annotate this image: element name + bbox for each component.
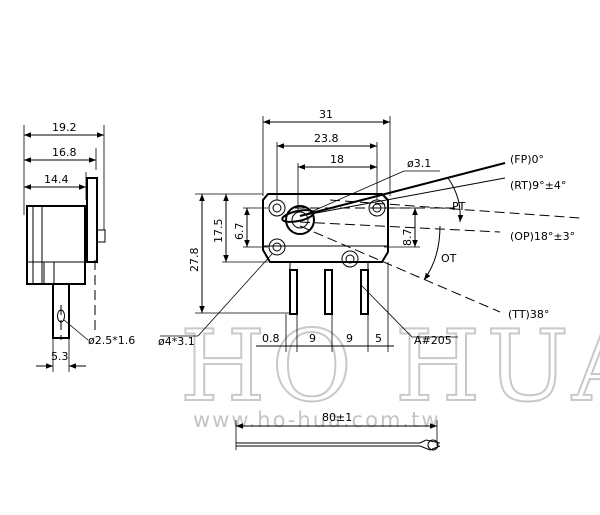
mount-hole-left-outer bbox=[268, 199, 286, 217]
mount-hole-br-outer bbox=[341, 250, 359, 268]
front-view: 31 23.8 18 PT OT bbox=[158, 108, 581, 352]
dim-8-7: 8.7 bbox=[401, 229, 414, 247]
watermark-brand: HO HUA bbox=[180, 310, 600, 424]
lever-eye bbox=[427, 439, 439, 451]
pt-arc bbox=[447, 177, 464, 223]
dim-9-a: 9 bbox=[309, 332, 316, 345]
dim-mount-holes: ø4*3.1 bbox=[158, 335, 195, 348]
dim-pivot-hole: ø3.1 bbox=[407, 157, 431, 170]
dim-17-5: 17.5 bbox=[212, 219, 225, 244]
side-view: 19.2 16.8 14.4 ø2.5*1.6 5.3 bbox=[23, 121, 135, 372]
terminal-com bbox=[289, 269, 298, 315]
dim-19-2: 19.2 bbox=[52, 121, 77, 134]
label-op: (OP)18°±3° bbox=[510, 230, 575, 243]
lever-rt bbox=[299, 177, 506, 217]
lever-wire-top bbox=[236, 439, 441, 444]
pivot-callout-leader bbox=[303, 170, 405, 216]
label-tt: (TT)38° bbox=[508, 308, 549, 321]
label-pt: PT bbox=[452, 200, 466, 213]
watermark: HO HUA www.ho-hua.com.tw bbox=[179, 309, 600, 432]
side-body bbox=[26, 205, 86, 285]
dim-0-8: 0.8 bbox=[262, 332, 280, 345]
dim-23-8: 23.8 bbox=[314, 132, 339, 145]
dim-5: 5 bbox=[375, 332, 382, 345]
lever-tt bbox=[299, 225, 501, 313]
lever-view: 80±1 bbox=[235, 411, 441, 451]
dim-hole-2-5: ø2.5*1.6 bbox=[88, 334, 135, 347]
lever-wire-bottom bbox=[236, 445, 441, 451]
mount-callout-leader bbox=[197, 253, 273, 337]
side-body-notch bbox=[43, 261, 55, 285]
mount-hole-br bbox=[345, 254, 355, 264]
lever-code-leader bbox=[361, 285, 413, 338]
front-body bbox=[262, 193, 389, 263]
watermark-url: www.ho-hua.com.tw bbox=[193, 408, 441, 432]
dim-31: 31 bbox=[319, 108, 333, 121]
label-rt: (RT)9°±4° bbox=[510, 179, 566, 192]
dim-5-3: 5.3 bbox=[51, 350, 69, 363]
mount-hole-bl-outer bbox=[268, 238, 286, 256]
pivot-hole bbox=[291, 211, 309, 229]
dim-18: 18 bbox=[330, 153, 344, 166]
side-hole-leader bbox=[63, 319, 89, 341]
mount-hole-bl bbox=[272, 242, 282, 252]
label-ot: OT bbox=[441, 252, 457, 265]
dim-80: 80±1 bbox=[322, 411, 352, 424]
side-lever-plate bbox=[86, 177, 98, 263]
label-fp: (FP)0° bbox=[510, 153, 544, 166]
dim-6-7: 6.7 bbox=[233, 223, 246, 241]
lever-code: A#205 bbox=[414, 334, 452, 347]
dim-16-8: 16.8 bbox=[52, 146, 77, 159]
terminal-no bbox=[360, 269, 369, 315]
pivot-boss bbox=[285, 205, 315, 235]
terminal-nc bbox=[324, 269, 333, 315]
side-pivot bbox=[96, 229, 106, 243]
lever-op bbox=[299, 221, 501, 233]
lever-fp bbox=[299, 162, 506, 217]
lever-free-position-line bbox=[329, 199, 581, 219]
dim-27-8: 27.8 bbox=[188, 248, 201, 273]
ot-arc bbox=[423, 225, 441, 281]
mount-hole-left bbox=[272, 203, 282, 213]
dim-14-4: 14.4 bbox=[44, 173, 69, 186]
dim-9-b: 9 bbox=[346, 332, 353, 345]
